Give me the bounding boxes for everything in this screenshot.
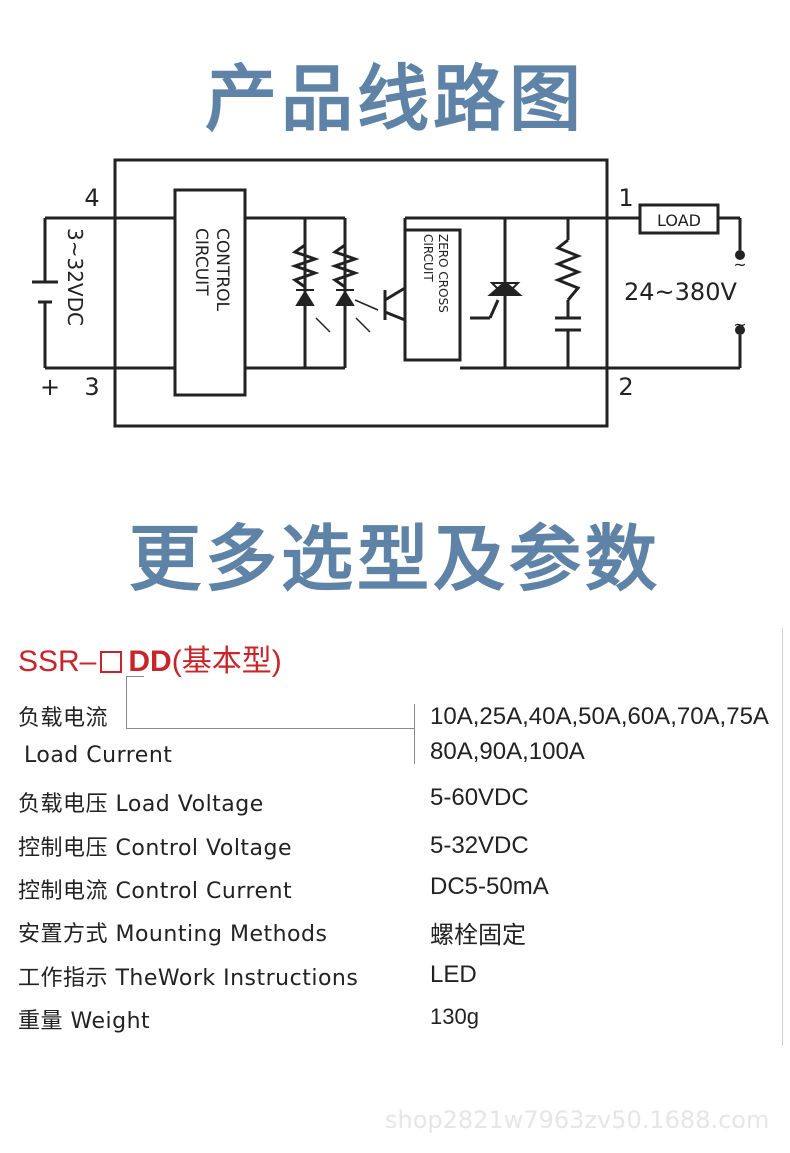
control-voltage-label: 3~32VDC [63,228,87,326]
mounting-label: 安置方式 Mounting Methods [18,922,328,947]
control-circuit-label-1: CONTROL [212,228,232,312]
shop-watermark: shop2821w7963zv50.1688.com [385,1106,770,1134]
mounting-value: 螺栓固定 [430,922,526,949]
pin-2-label: 2 [618,373,633,401]
indicator-value: LED [430,961,477,988]
ac-symbol-bottom: ~ [733,315,746,334]
indicator-label: 工作指示 TheWork Instructions [18,966,359,991]
control-voltage-value: 5-32VDC [430,832,529,859]
load-voltage-label: 负载电压 Load Voltage [18,792,264,817]
model-suffix: DD [128,645,172,678]
weight-value: 130g [430,1004,479,1029]
control-current-value: DC5-50mA [430,873,549,900]
circuit-diagram-heading: 产品线路图 [204,57,585,141]
model-title: SSR– DD(基本型) [18,636,282,680]
model-connector-line [126,728,414,729]
model-connector-line [126,676,127,728]
zero-cross-label-2: CIRCUIT [421,234,435,282]
values-bracket [414,704,415,764]
model-type: (基本型) [171,645,282,678]
ac-symbol-top: ~ [733,255,746,274]
zero-cross-label-1: ZERO CROSS [436,234,450,313]
control-voltage-label: 控制电压 Control Voltage [18,836,293,861]
load-current-label-en: Load Current [24,743,173,768]
pin-4-label: 4 [84,184,99,212]
model-connector-line [126,676,144,677]
load-current-label-cn: 负载电流 [18,706,109,731]
plus-sign: + [40,373,60,401]
options-heading: 更多选型及参数 [128,517,661,601]
model-prefix: SSR– [18,645,97,678]
pin-1-label: 1 [618,184,633,212]
model-placeholder-box [100,651,123,673]
load-label: LOAD [657,211,701,230]
load-current-value-2: 80A,90A,100A [430,738,585,765]
circuit-diagram: 4 3 + 1 2 3~32VDC CONTROL CIRCUIT ZERO C… [32,158,747,428]
control-circuit-label-2: CIRCUIT [191,228,211,296]
weight-label: 重量 Weight [18,1009,151,1034]
pin-3-label: 3 [84,373,99,401]
load-current-value-1: 10A,25A,40A,50A,60A,70A,75A [430,703,769,730]
load-voltage-label: 24~380V [624,278,737,306]
divider-line [782,628,783,1046]
control-current-label: 控制电流 Control Current [18,879,293,904]
load-voltage-value: 5-60VDC [430,784,529,811]
